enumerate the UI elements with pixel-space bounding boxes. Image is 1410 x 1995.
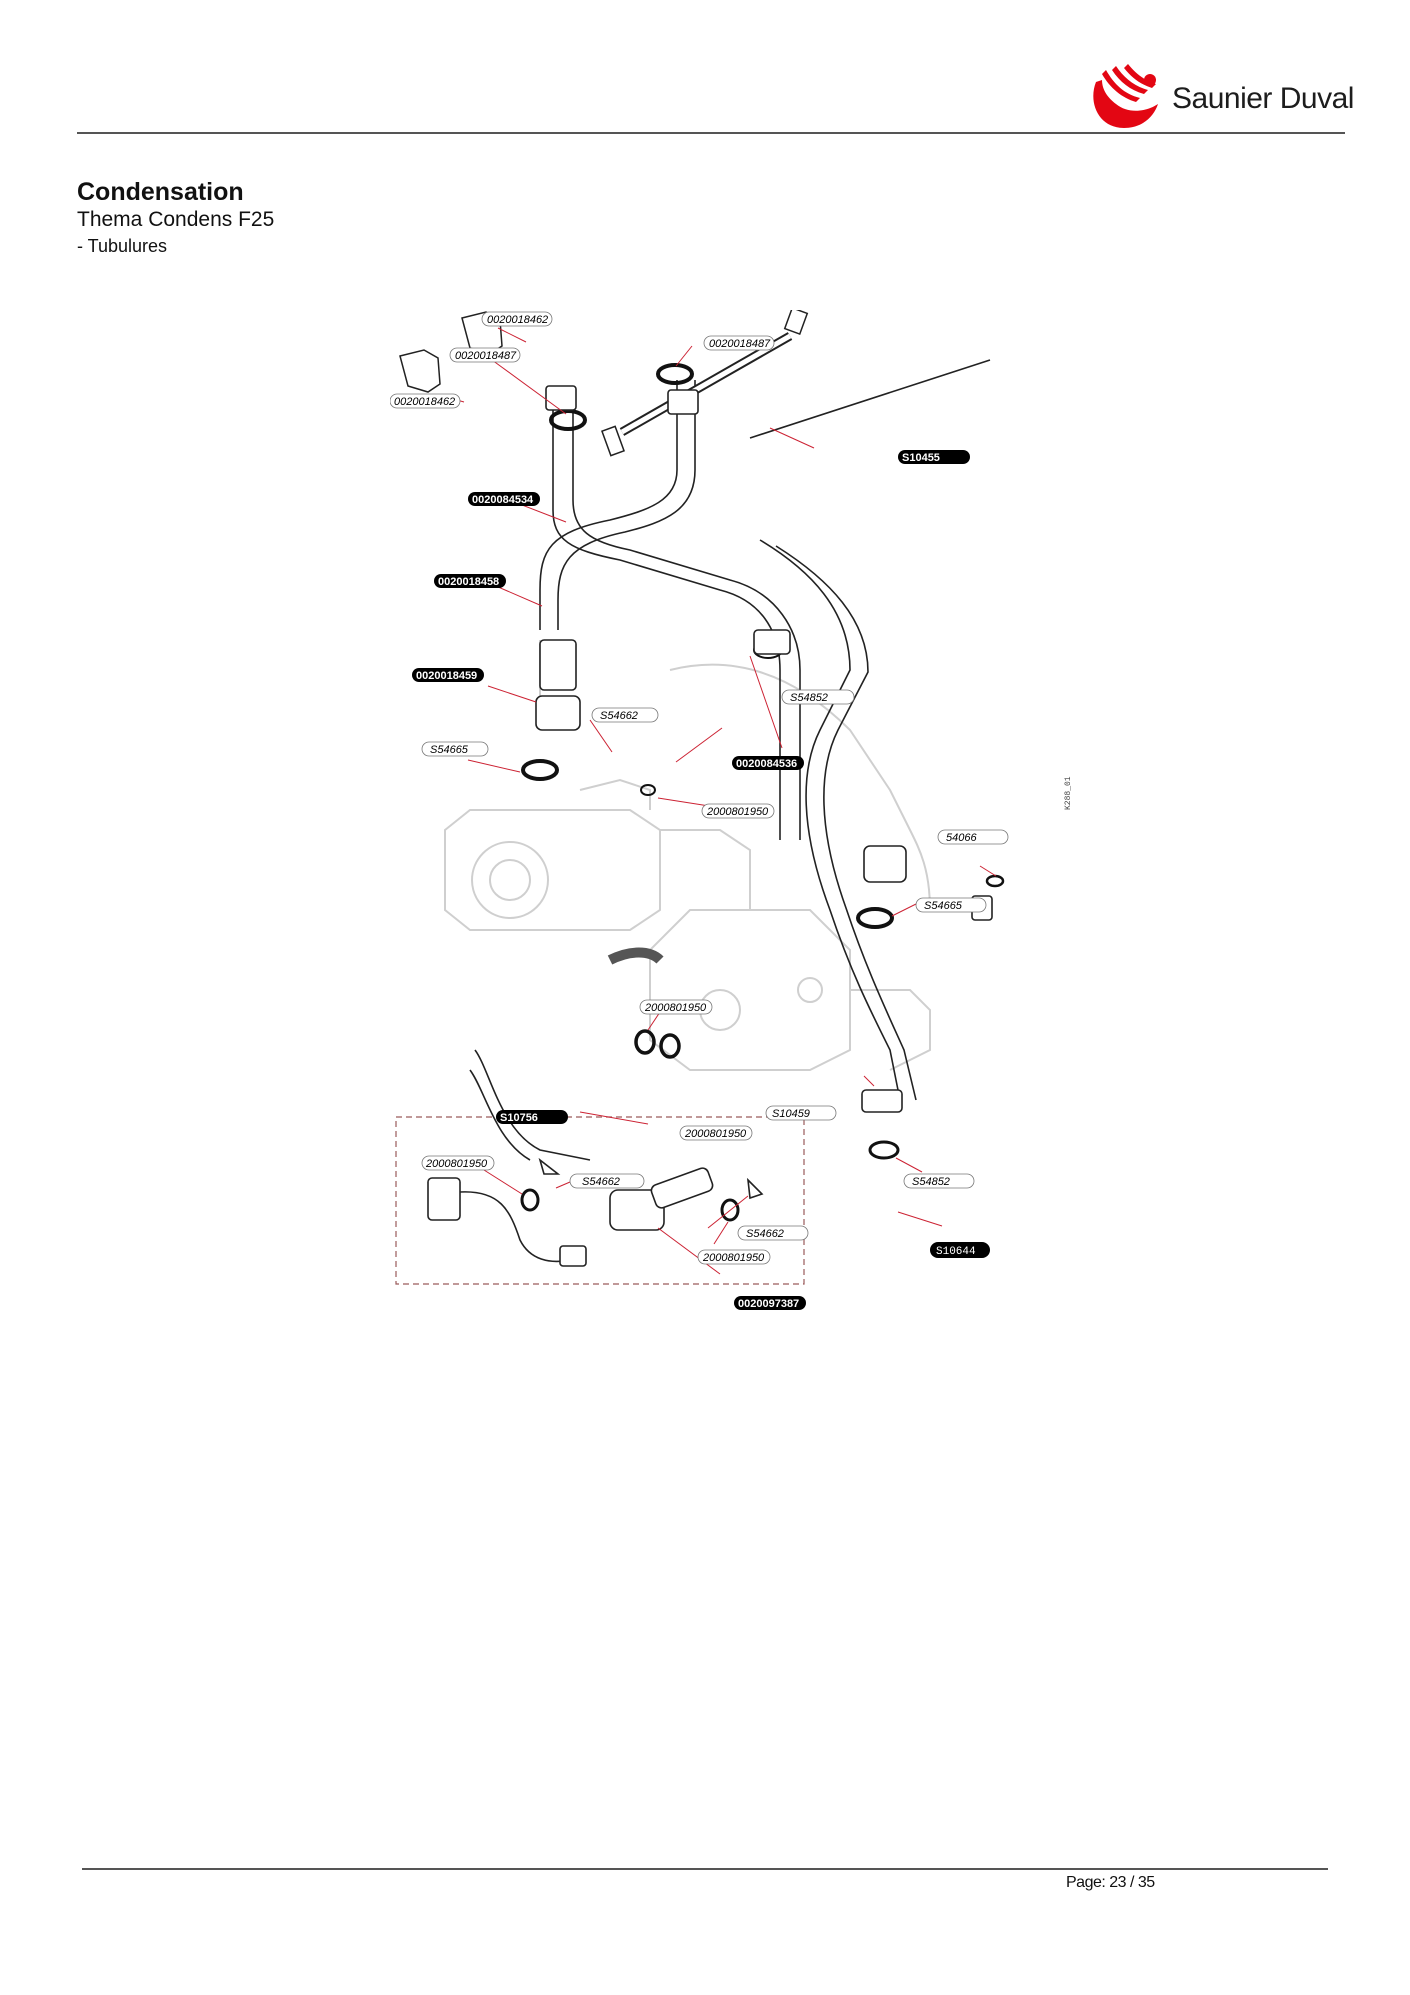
- part-label-19: 2000801950: [679, 1125, 753, 1141]
- svg-text:0020018487: 0020018487: [455, 350, 517, 362]
- part-label-8: 0020018459: [412, 668, 484, 682]
- part-label-26: 0020097387: [734, 1296, 806, 1310]
- part-label-7: 0020018458: [434, 574, 506, 588]
- part-label-3: 0020018462: [390, 393, 461, 409]
- part-label-4: 0020018487: [703, 335, 775, 351]
- part-label-12: 0020084536: [732, 756, 804, 770]
- svg-text:S10459: S10459: [772, 1108, 810, 1120]
- svg-text:0020018459: 0020018459: [416, 670, 477, 682]
- svg-text:0020018462: 0020018462: [487, 314, 548, 326]
- part-label-25: 2000801950: [697, 1249, 771, 1265]
- part-label-11: S54665: [421, 741, 489, 757]
- seal-rings: [520, 363, 1005, 1222]
- svg-text:S54662: S54662: [746, 1228, 784, 1240]
- part-label-5: S10455: [898, 450, 970, 464]
- part-label-17: S10459: [765, 1105, 837, 1121]
- part-label-10: S54852: [781, 689, 855, 705]
- exploded-parts-diagram: 0020018462 0020018487 0020018462 0020018…: [390, 310, 1073, 1310]
- page-number: Page: 23 / 35: [1066, 1874, 1155, 1891]
- brand-name: Saunier Duval: [1172, 82, 1354, 115]
- svg-text:2000801950: 2000801950: [684, 1128, 747, 1140]
- svg-text:S54852: S54852: [790, 692, 828, 704]
- pipe-network: [469, 359, 991, 1161]
- part-label-6: 0020084534: [468, 492, 540, 506]
- svg-text:0020084534: 0020084534: [472, 494, 534, 506]
- svg-text:S54662: S54662: [600, 710, 638, 722]
- part-label-22: 2000801950: [421, 1155, 495, 1171]
- drawing-ref-code: K288_01: [1064, 776, 1073, 810]
- part-label-1: 0020018462: [481, 311, 553, 327]
- svg-text:S10644: S10644: [936, 1246, 976, 1258]
- part-label-24: S54662: [737, 1225, 809, 1241]
- page-subtitle: Thema Condens F25: [77, 208, 275, 231]
- part-label-20: S54852: [903, 1173, 975, 1189]
- svg-text:0020097387: 0020097387: [738, 1298, 799, 1310]
- svg-text:S10756: S10756: [500, 1112, 538, 1124]
- part-label-21: S10644: [930, 1242, 990, 1258]
- inset-assembly-box: [395, 1116, 805, 1285]
- part-label-9: S54662: [591, 707, 659, 723]
- part-label-15: S54665: [915, 897, 987, 913]
- svg-text:0020084536: 0020084536: [736, 758, 797, 770]
- svg-text:S54662: S54662: [582, 1176, 620, 1188]
- part-label-13: 2000801950: [701, 803, 775, 819]
- svg-text:S10455: S10455: [902, 452, 940, 464]
- brand-logo: Saunier Duval: [1088, 64, 1354, 132]
- svg-text:0020018458: 0020018458: [438, 576, 499, 588]
- section-label: - Tubulures: [77, 236, 168, 256]
- saunier-duval-emblem-icon: [1093, 64, 1158, 128]
- svg-text:S54665: S54665: [430, 744, 469, 756]
- page-title: Condensation: [77, 178, 244, 206]
- svg-text:2000801950: 2000801950: [702, 1252, 765, 1264]
- part-label-18: S10756: [496, 1110, 568, 1124]
- svg-text:54066: 54066: [946, 832, 977, 844]
- part-label-23: S54662: [569, 1173, 645, 1189]
- svg-text:0020018462: 0020018462: [394, 396, 455, 408]
- svg-text:0020018487: 0020018487: [709, 338, 771, 350]
- flexible-hose: [601, 310, 809, 457]
- svg-text:S54852: S54852: [912, 1176, 950, 1188]
- svg-text:S54665: S54665: [924, 900, 963, 912]
- part-label-2: 0020018487: [449, 347, 521, 363]
- footer-rule: [82, 1868, 1328, 1870]
- svg-text:2000801950: 2000801950: [644, 1002, 707, 1014]
- part-label-14: 54066: [937, 829, 1009, 845]
- svg-text:2000801950: 2000801950: [706, 806, 769, 818]
- svg-text:2000801950: 2000801950: [425, 1158, 488, 1170]
- part-label-16: 2000801950: [639, 999, 713, 1015]
- header-rule: [77, 132, 1345, 134]
- inset-assembly: [427, 1157, 764, 1267]
